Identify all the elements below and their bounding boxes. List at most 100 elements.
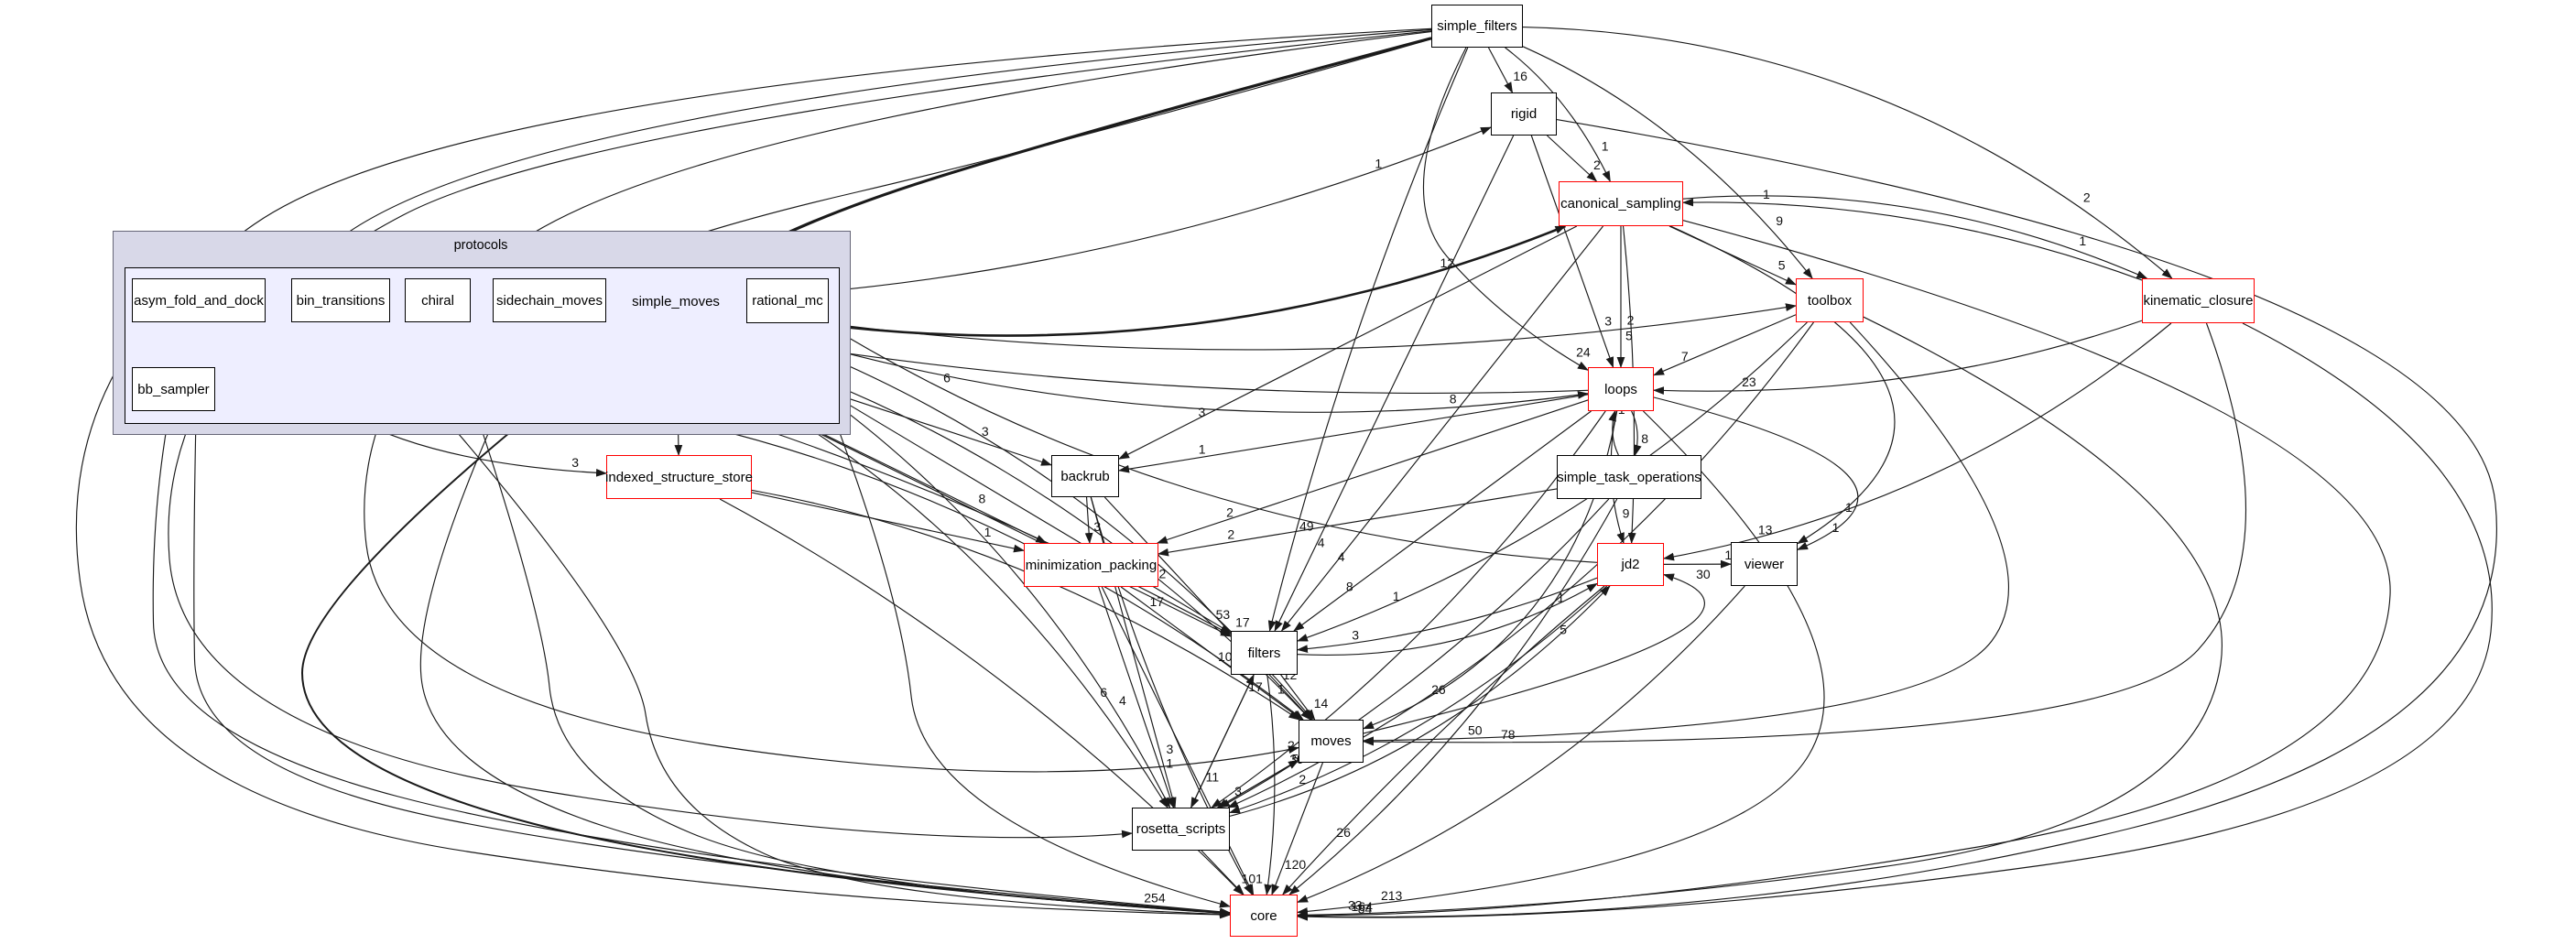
edge-count-label: 50 (1468, 722, 1483, 737)
edge-asym_fold_and_dock-to-core (193, 321, 1231, 917)
edge-rigid-to-canonical_sampling (1547, 135, 1598, 182)
node-rigid[interactable]: rigid (1491, 92, 1557, 136)
edge-count-label: 1 (984, 525, 992, 539)
edge-backrub-to-moves (1103, 496, 1312, 721)
edge-bb_sampler-to-core (152, 410, 1231, 917)
edge-count-label: 6 (943, 371, 951, 385)
node-loops[interactable]: loops (1588, 367, 1654, 411)
edge-count-label: 13 (1758, 522, 1773, 537)
edge-count-label: 1 (1393, 589, 1400, 603)
edge-kinematic_closure-to-jd2 (1663, 322, 2172, 561)
edge-count-label: 1 (1602, 139, 1609, 154)
node-moves[interactable]: moves (1299, 720, 1364, 763)
edge-sidechain_moves-to-core (419, 321, 1231, 917)
edge-simple_filters-to-moves (364, 31, 1432, 773)
node-viewer[interactable]: viewer (1731, 542, 1798, 586)
edge-count-label: 8 (1450, 392, 1457, 407)
node-canonical_sampling[interactable]: canonical_sampling (1559, 181, 1683, 226)
edge-kinematic_closure-to-loops (1653, 320, 2143, 395)
edge-count-label: 5 (1778, 258, 1786, 273)
edge-count-label: 7 (1681, 349, 1689, 363)
edge-rosetta_scripts-to-jd2 (1229, 585, 1611, 817)
edge-count-label: 10 (1218, 649, 1233, 664)
edge-count-label: 1 (1199, 442, 1206, 457)
edge-count-label: 3 (1234, 784, 1242, 798)
edge-indexed_structure_store-to-moves (751, 489, 1300, 721)
edge-count-label: 84 (1358, 902, 1373, 917)
edge-count-label: 17 (1149, 594, 1164, 609)
node-sidechain_moves[interactable]: sidechain_moves (493, 278, 606, 322)
node-minimization_packing[interactable]: minimization_packing (1024, 543, 1158, 587)
edge-count-label: 4 (1338, 549, 1345, 564)
edge-count-label: 1 (1832, 520, 1840, 535)
edge-viewer-to-core (1297, 585, 1745, 903)
edge-count-label: 33 (1348, 898, 1363, 913)
edge-rigid-to-loops (1530, 135, 1614, 368)
edge-jd2-to-core (1282, 585, 1605, 895)
edge-simple_filters-to-core (75, 27, 1432, 919)
edge-filters-to-rosetta_scripts (1190, 674, 1255, 808)
edge-count-label: 8 (1346, 580, 1353, 594)
edge-count-label: 120 (1285, 857, 1307, 872)
edge-loops-to-simple_task_operations (1631, 410, 1642, 456)
edge-count-label: 3 (982, 424, 989, 439)
edge-count-label: 6 (1100, 685, 1107, 700)
edge-count-label: 16 (1513, 69, 1527, 83)
edge-count-label: 12 (1440, 255, 1455, 270)
edge-loops-to-minimization_packing (1156, 399, 1589, 544)
edge-count-label: 24 (1576, 344, 1591, 359)
edge-count-label: 1 (1277, 682, 1285, 697)
node-asym_fold_and_dock[interactable]: asym_fold_and_dock (132, 278, 266, 322)
edge-count-label: 4 (1318, 536, 1325, 550)
edge-moves-to-jd2 (1363, 573, 1705, 734)
node-simple_moves[interactable]: simple_moves (632, 293, 720, 309)
edge-simple_filters-to-canonical_sampling (1505, 47, 1611, 182)
edge-loops-to-backrub (1118, 394, 1589, 473)
node-rational_mc[interactable]: rational_mc (746, 278, 829, 323)
edge-count-label: 5 (1625, 328, 1633, 342)
node-chiral[interactable]: chiral (405, 278, 471, 322)
edge-kinematic_closure-to-core (1297, 322, 2493, 921)
edge-simple_moves-to-toolbox (721, 303, 1797, 351)
node-kinematic_closure[interactable]: kinematic_closure (2142, 278, 2255, 323)
edge-count-label: 11 (1206, 770, 1220, 785)
edge-count-label: 78 (1501, 727, 1516, 742)
edge-simple_task_operations-to-minimization_packing (1158, 488, 1558, 557)
edge-jd2-to-rosetta_scripts (1229, 585, 1608, 814)
edge-minimization_packing-to-rosetta_scripts (1098, 586, 1175, 808)
node-bb_sampler[interactable]: bb_sampler (132, 367, 215, 411)
edge-canonical_sampling-to-core (1297, 220, 2391, 920)
node-bin_transitions[interactable]: bin_transitions (291, 278, 390, 322)
node-backrub[interactable]: backrub (1051, 455, 1119, 497)
node-simple_task_operations[interactable]: simple_task_operations (1557, 455, 1701, 499)
edge-count-label: 5 (1560, 622, 1567, 636)
edge-simple_filters-to-loops (1422, 47, 1589, 371)
edge-simple_filters-to-rigid (1487, 47, 1514, 93)
edge-count-label: 1 (1375, 156, 1382, 170)
edge-canonical_sampling-to-kinematic_closure (1682, 195, 2148, 279)
node-rosetta_scripts[interactable]: rosetta_scripts (1132, 808, 1230, 851)
edge-count-label: 26 (1336, 825, 1351, 840)
node-simple_filters[interactable]: simple_filters (1431, 5, 1523, 48)
edge-count-label: 3 (1352, 627, 1359, 642)
edge-simple_filters-to-rosetta_scripts (168, 28, 1432, 839)
edge-rosetta_scripts-to-core (1201, 850, 1245, 895)
node-indexed_structure_store[interactable]: indexed_structure_store (605, 455, 753, 499)
edge-count-label: 3 (1604, 314, 1612, 329)
node-toolbox[interactable]: toolbox (1796, 278, 1864, 322)
edge-bin_transitions-to-core (360, 321, 1231, 918)
node-filters[interactable]: filters (1231, 631, 1298, 675)
edge-rigid-to-filters (1274, 135, 1515, 632)
edge-count-label: 23 (1742, 374, 1756, 389)
node-core[interactable]: core (1230, 895, 1298, 937)
edge-simple_filters-to-filters (1267, 47, 1469, 632)
edge-filters-to-core (1264, 674, 1276, 895)
edge-simple_moves-to-core (300, 317, 1231, 917)
node-jd2[interactable]: jd2 (1597, 543, 1664, 586)
edge-count-label: 2 (1226, 505, 1234, 520)
edge-count-label: 9 (1776, 213, 1783, 228)
edge-count-label: 213 (1381, 888, 1403, 903)
edge-loops-to-viewer (1653, 396, 1859, 550)
